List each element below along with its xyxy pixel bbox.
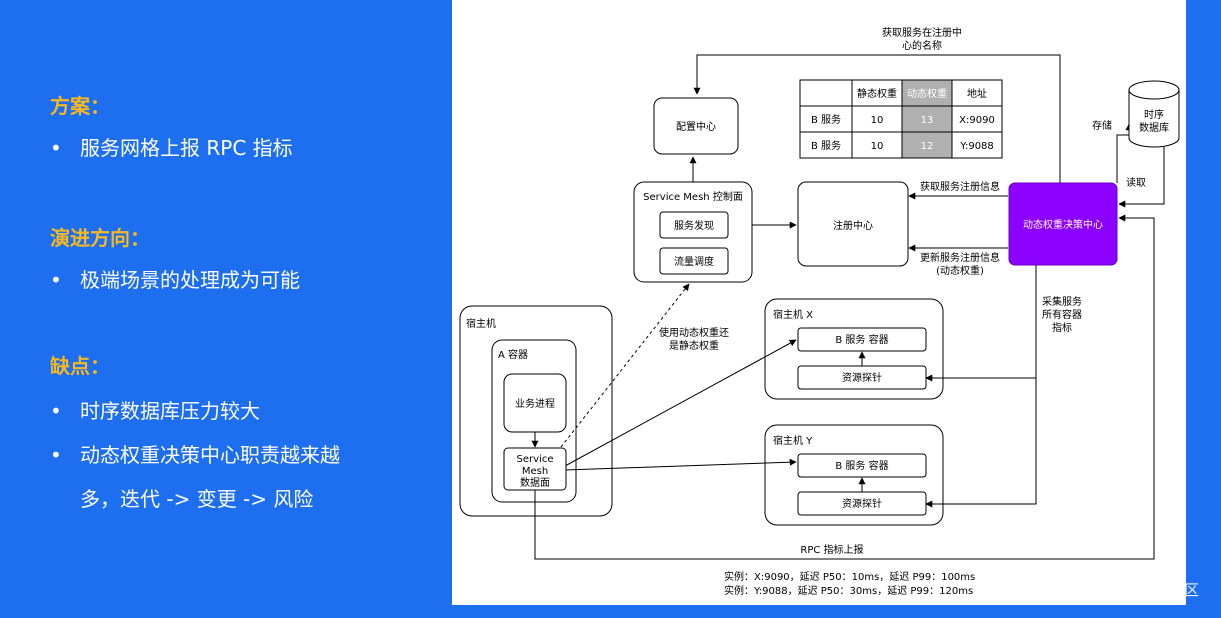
b-container-x-box <box>797 327 927 352</box>
tsdb-label: 时序 <box>1144 108 1164 121</box>
update-registry-info-label: (动态权重) <box>936 264 984 277</box>
data-plane-label: 数据面 <box>520 476 550 489</box>
config-center-box <box>653 97 739 155</box>
probe-x-label: 资源探针 <box>842 371 882 384</box>
config-center-label: 配置中心 <box>676 120 716 133</box>
probe-x-box <box>797 365 927 390</box>
probe-y-box <box>797 491 927 516</box>
weight-table: 静态权重 动态权重 地址 B 服务 10 13 X:9090 B 服务 10 1… <box>799 79 1003 159</box>
bullet-text: 服务网格上报 RPC 指标 <box>80 136 293 160</box>
host-y-label: 宿主机 Y <box>773 434 813 447</box>
bullet-continuation: 多，迭代 -> 变更 -> 风险 <box>80 487 314 511</box>
table-cell: Y:9088 <box>959 141 994 152</box>
registry-label: 注册中心 <box>833 219 873 232</box>
table-header: 动态权重 <box>907 87 947 100</box>
arrow-mesh-to-control <box>560 283 690 448</box>
traffic-scheduling-box <box>659 247 729 275</box>
collect-label: 指标 <box>1052 321 1072 334</box>
service-discovery-box <box>659 211 729 239</box>
bullet-item: •时序数据库压力较大 <box>50 399 260 423</box>
section-title-drawbacks: 缺点： <box>50 354 110 378</box>
bullet-item: •极端场景的处理成为可能 <box>50 268 300 292</box>
bullet-text: 动态权重决策中心职责越来越 <box>80 443 340 467</box>
left-text-panel: 方案： •服务网格上报 RPC 指标 演进方向： •极端场景的处理成为可能 缺点… <box>0 0 452 618</box>
use-weight-label: 是静态权重 <box>669 339 719 352</box>
section-title-evolution: 演进方向： <box>50 226 150 250</box>
arrow-mesh-to-by <box>564 458 797 471</box>
host-x-label: 宿主机 X <box>773 308 813 321</box>
control-plane-label: Service Mesh 控制面 <box>643 190 743 203</box>
data-plane-label: Mesh <box>522 466 548 477</box>
table-cell: 13 <box>921 115 934 126</box>
get-registry-info-label: 获取服务注册信息 <box>920 180 1000 193</box>
data-plane-label: Service <box>517 454 554 465</box>
table-header: 地址 <box>967 87 987 100</box>
container-a-box <box>491 339 577 503</box>
b-container-y-box <box>797 453 927 478</box>
bullet-item: •服务网格上报 RPC 指标 <box>50 136 293 160</box>
table-cell: X:9090 <box>959 115 995 126</box>
use-weight-label: 使用动态权重还 <box>659 326 729 339</box>
diagram-panel: 配置中心 静态权重 动态权重 地址 B 服务 10 13 X:9090 B 服务… <box>452 0 1186 605</box>
host-y-box <box>764 424 944 526</box>
bullet-text: 时序数据库压力较大 <box>80 399 260 423</box>
collect-label: 所有容器 <box>1042 308 1082 321</box>
service-discovery-label: 服务发现 <box>674 219 714 232</box>
data-plane-box <box>503 447 567 491</box>
update-registry-info-label: 更新服务注册信息 <box>920 251 1000 264</box>
example-line: 实例：X:9090，延迟 P50：10ms，延迟 P99：100ms <box>724 570 975 583</box>
read-label: 读取 <box>1126 176 1146 189</box>
b-container-y-label: B 服务 容器 <box>835 459 888 472</box>
bullet-item: •动态权重决策中心职责越来越 <box>50 443 340 467</box>
table-cell: 12 <box>921 141 934 152</box>
arrow-decision-to-config <box>693 54 1061 183</box>
host-x-box <box>764 298 944 400</box>
host-box <box>459 305 613 517</box>
watermark: @稀土掘金技术社区 <box>1063 581 1199 599</box>
table-cell: 10 <box>871 141 884 152</box>
top-label: 心的名称 <box>902 39 942 52</box>
registry-box <box>797 181 909 267</box>
arrow-rpc-report <box>534 214 1155 560</box>
arrow-read <box>1118 147 1165 208</box>
table-cell: 10 <box>871 115 884 126</box>
store-label: 存储 <box>1092 119 1112 132</box>
arrow-store <box>1116 123 1133 183</box>
example-line: 实例：Y:9088，延迟 P50：30ms，延迟 P99：120ms <box>724 584 973 597</box>
table-cell: B 服务 <box>811 113 841 126</box>
decision-center-box <box>1008 182 1118 266</box>
rpc-report-label: RPC 指标上报 <box>800 543 863 556</box>
section-title-plan: 方案： <box>50 94 110 118</box>
top-label: 获取服务在注册中 <box>882 26 962 39</box>
tsdb-cylinder <box>1128 80 1180 148</box>
host-label: 宿主机 <box>466 317 496 330</box>
probe-y-label: 资源探针 <box>842 497 882 510</box>
b-container-x-label: B 服务 容器 <box>835 333 888 346</box>
container-a-label: A 容器 <box>498 348 528 361</box>
table-header: 静态权重 <box>857 87 897 100</box>
arrow-mesh-to-bx <box>564 339 797 467</box>
biz-process-label: 业务进程 <box>515 397 555 410</box>
traffic-scheduling-label: 流量调度 <box>674 255 714 268</box>
table-cell: B 服务 <box>811 139 841 152</box>
bullet-text: 极端场景的处理成为可能 <box>80 268 300 292</box>
tsdb-label: 数据库 <box>1139 121 1169 134</box>
biz-process-box <box>503 373 567 433</box>
decision-center-label: 动态权重决策中心 <box>1023 218 1103 231</box>
arrow-collect-y <box>925 378 1037 508</box>
architecture-diagram: 配置中心 静态权重 动态权重 地址 B 服务 10 13 X:9090 B 服务… <box>459 26 1180 597</box>
collect-label: 采集服务 <box>1042 295 1082 308</box>
